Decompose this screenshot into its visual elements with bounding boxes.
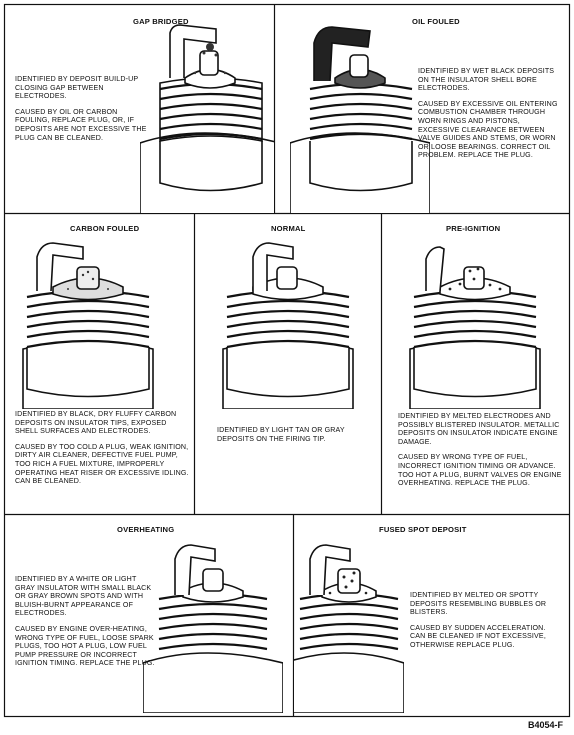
panel-description: IDENTIFIED BY DEPOSIT BUILD-UP CLOSING G…	[15, 75, 150, 149]
panel-gap-bridged: GAP BRIDGED IDENTIFIED BY DEPOSIT BUILD-…	[5, 5, 274, 213]
spark-plug-carbon-fouled-illustration	[22, 242, 154, 409]
identification-text: IDENTIFIED BY MELTED ELECTRODES AND POSS…	[398, 412, 560, 446]
panel-fused-spot-deposit: FUSED SPOT DEPOSIT IDENTIFIED BY MELTED …	[294, 515, 570, 716]
panel-description: IDENTIFIED BY WET BLACK DEPOSITS ON THE …	[418, 67, 558, 167]
identification-text: IDENTIFIED BY DEPOSIT BUILD-UP CLOSING G…	[15, 75, 139, 101]
panel-description: IDENTIFIED BY BLACK, DRY FLUFFY CARBON D…	[15, 410, 190, 493]
cause-text: CAUSED BY TOO COLD A PLUG, WEAK IGNITION…	[15, 442, 189, 486]
panel-title: GAP BRIDGED	[133, 17, 189, 26]
panel-title: OIL FOULED	[412, 17, 460, 26]
cause-text: CAUSED BY SUDDEN ACCELERATION. CAN BE CL…	[410, 623, 546, 649]
panel-normal: NORMAL IDENTIFIED BY LIGHT TAN OR GRAY D…	[195, 214, 381, 514]
identification-text: IDENTIFIED BY MELTED OR SPOTTY DEPOSITS …	[410, 591, 547, 617]
spark-plug-overheating-illustration	[143, 544, 283, 713]
cause-text: CAUSED BY EXCESSIVE OIL ENTERING COMBUST…	[418, 99, 558, 160]
panel-title: PRE-IGNITION	[446, 224, 501, 233]
panel-title: FUSED SPOT DEPOSIT	[379, 525, 467, 534]
figure-code: B4054-F	[528, 720, 564, 730]
panel-title: CARBON FOULED	[70, 224, 140, 233]
panel-title: NORMAL	[271, 224, 306, 233]
spark-plug-gap-bridged-illustration	[140, 24, 274, 213]
cause-text: CAUSED BY WRONG TYPE OF FUEL, INCORRECT …	[398, 453, 562, 488]
cause-text: CAUSED BY ENGINE OVER-HEATING, WRONG TYP…	[15, 624, 155, 668]
identification-text: IDENTIFIED BY LIGHT TAN OR GRAY DEPOSITS…	[217, 426, 345, 443]
identification-text: IDENTIFIED BY A WHITE OR LIGHT GRAY INSU…	[15, 575, 152, 618]
panel-description: IDENTIFIED BY MELTED OR SPOTTY DEPOSITS …	[410, 591, 560, 657]
identification-text: IDENTIFIED BY WET BLACK DEPOSITS ON THE …	[418, 67, 555, 93]
panel-carbon-fouled: CARBON FOULED IDENTIFIED BY BLACK, DRY F…	[5, 214, 194, 514]
panel-description: IDENTIFIED BY MELTED ELECTRODES AND POSS…	[398, 412, 563, 495]
panel-description: IDENTIFIED BY A WHITE OR LIGHT GRAY INSU…	[15, 575, 158, 675]
spark-plug-normal-illustration	[222, 242, 354, 409]
spark-plug-fused-spot-illustration	[294, 544, 404, 713]
panel-description: IDENTIFIED BY LIGHT TAN OR GRAY DEPOSITS…	[217, 426, 357, 450]
spark-plug-oil-fouled-illustration	[290, 26, 430, 213]
panel-title: OVERHEATING	[117, 525, 175, 534]
spark-plug-pre-ignition-illustration	[409, 246, 541, 409]
panel-oil-fouled: OIL FOULED IDENTIFIED BY WET BLACK DEPOS…	[275, 5, 570, 213]
panel-overheating: OVERHEATING IDENTIFIED BY A WHITE OR LIG…	[5, 515, 293, 716]
panel-pre-ignition: PRE-IGNITION IDENTIFIED BY MELTED ELECTR…	[382, 214, 570, 514]
cause-text: CAUSED BY OIL OR CARBON FOULING, REPLACE…	[15, 107, 147, 142]
identification-text: IDENTIFIED BY BLACK, DRY FLUFFY CARBON D…	[15, 410, 177, 436]
